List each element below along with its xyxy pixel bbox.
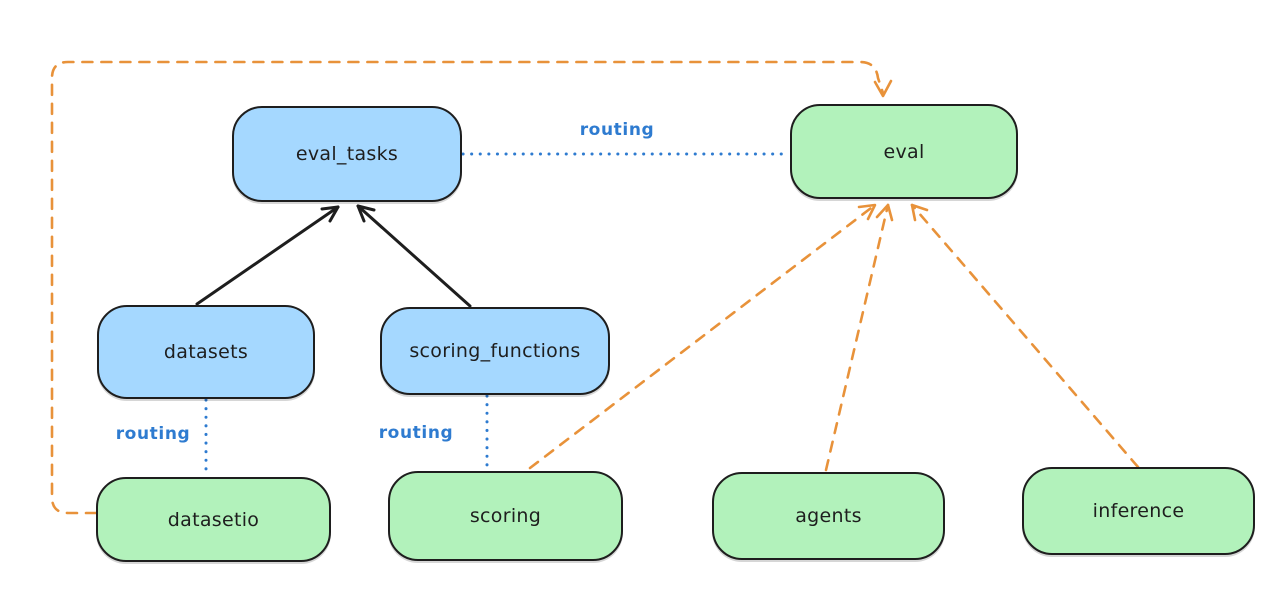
arrowhead-datasets-to-eval_tasks bbox=[320, 205, 340, 223]
arrowhead-inference-to-eval bbox=[910, 203, 929, 222]
node-agents: agents bbox=[712, 472, 945, 560]
edge-agents-to-eval bbox=[824, 203, 890, 472]
edge-scoring_functions-to-eval_tasks bbox=[356, 204, 472, 308]
arrowhead-scoring-to-eval bbox=[857, 203, 877, 221]
node-label-inference: inference bbox=[1092, 500, 1185, 522]
edge-scoring-to-eval bbox=[528, 203, 877, 470]
edge-inference-to-eval bbox=[910, 203, 1140, 469]
edge-label-routing-datasets-datasetio: routing bbox=[115, 424, 191, 444]
node-datasetio: datasetio bbox=[96, 477, 331, 562]
node-scoring_functions: scoring_functions bbox=[380, 307, 610, 395]
node-label-scoring: scoring bbox=[469, 505, 542, 527]
node-label-eval: eval bbox=[883, 140, 925, 163]
node-inference: inference bbox=[1022, 467, 1255, 555]
node-label-scoring_functions: scoring_functions bbox=[409, 340, 581, 362]
node-scoring: scoring bbox=[388, 471, 623, 561]
edge-label-routing-scoring_functions-scoring: routing bbox=[378, 423, 454, 443]
arrowhead-datasetio-to-eval bbox=[873, 79, 893, 98]
node-label-datasetio: datasetio bbox=[167, 508, 260, 531]
node-eval: eval bbox=[790, 104, 1018, 199]
edge-datasets-to-eval_tasks bbox=[195, 205, 340, 306]
arrowhead-agents-to-eval bbox=[875, 203, 894, 222]
node-datasets: datasets bbox=[97, 305, 315, 399]
edge-datasetio-to-eval bbox=[50, 60, 885, 515]
edge-label-routing-eval_tasks-eval: routing bbox=[579, 120, 655, 140]
node-eval_tasks: eval_tasks bbox=[232, 106, 462, 202]
node-label-eval_tasks: eval_tasks bbox=[295, 143, 399, 165]
node-label-agents: agents bbox=[795, 505, 862, 527]
arrowhead-scoring_functions-to-eval_tasks bbox=[356, 204, 376, 223]
node-label-datasets: datasets bbox=[163, 341, 249, 363]
